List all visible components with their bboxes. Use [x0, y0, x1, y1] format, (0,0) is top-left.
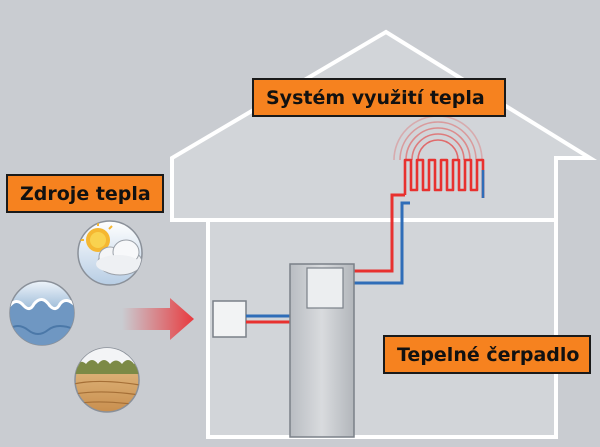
pipes — [246, 193, 410, 324]
heat-system-label: Systém využití tepla — [252, 78, 506, 117]
sun-cloud-air-icon — [77, 220, 143, 286]
heat-pump-label: Tepelné čerpadlo — [383, 335, 591, 374]
heat-sources-label: Zdroje tepla — [6, 174, 164, 213]
source-collector — [212, 300, 247, 338]
heat-pump-unit — [289, 263, 355, 438]
ground-earth-icon — [74, 347, 140, 413]
flow-arrow — [122, 298, 194, 340]
water-wave-icon — [9, 280, 75, 346]
